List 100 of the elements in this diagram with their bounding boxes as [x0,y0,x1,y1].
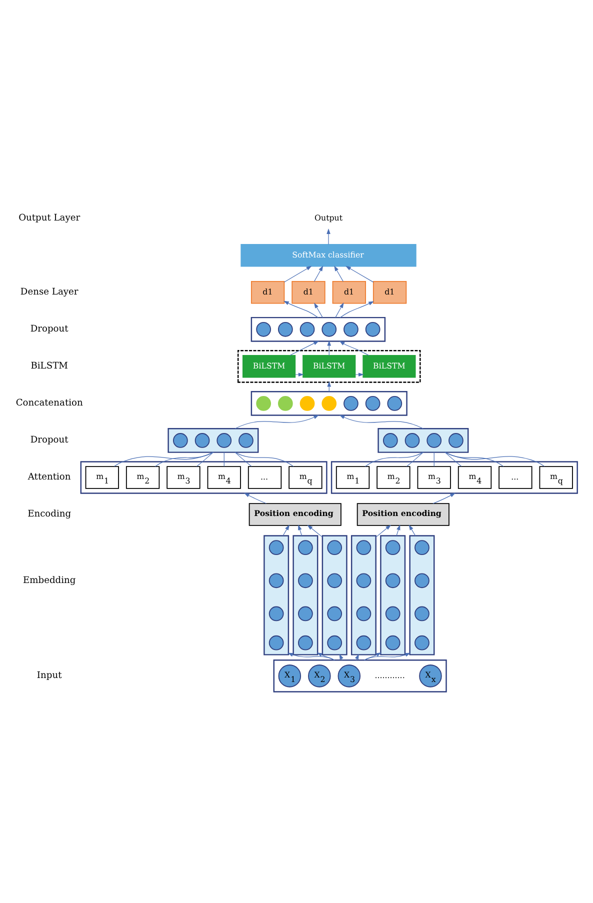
arrow [298,524,302,536]
cluster [264,534,290,655]
label: Concatenation [16,398,83,408]
node-circle [385,606,400,621]
node-circle [327,634,342,650]
arrow [244,492,267,504]
arrow [334,265,344,282]
node-circle [385,572,400,588]
arrow [355,372,364,376]
node-circle [268,572,284,588]
node-circle [344,321,358,336]
label: Attention [28,472,71,482]
cluster [378,428,469,452]
node-circle [268,634,284,650]
node-circle [298,540,313,555]
node-circle [268,606,284,621]
arrow [283,300,318,318]
cluster [237,350,421,382]
node-circle [356,606,372,621]
connector [196,452,214,466]
arrow [314,302,323,318]
arrow [376,524,392,537]
node-circle [327,572,342,588]
node-circle [238,432,254,448]
node-circle [356,540,372,555]
arrow [288,652,335,660]
arrow [314,265,324,282]
connector [444,452,545,466]
node-circle [216,432,232,448]
cluster [250,390,408,416]
node-circle [327,606,342,621]
label: Encoding [28,509,72,520]
node-circle [426,432,442,448]
node-circle [300,396,315,410]
node-circle [256,321,271,336]
node-circle [414,572,430,588]
node-circle [298,634,313,650]
connector [406,452,424,466]
arrow [339,414,424,428]
node-circle [256,396,271,410]
connector [114,452,214,466]
arrow [339,340,370,356]
cluster [168,428,259,452]
node-circle [298,572,313,588]
label: BiLSTM [30,361,68,372]
node-circle [385,540,400,555]
cluster [250,316,386,342]
cluster [350,534,376,655]
arrow [432,492,456,504]
arrow [408,524,416,536]
label: Output Layer [18,212,80,223]
node-circle [298,606,313,621]
arrow [364,652,382,660]
arrow [307,524,323,537]
node-circle [365,321,380,336]
arrow [340,300,374,318]
node-circle [414,540,430,555]
node-circle [322,321,337,336]
arrow [290,340,320,356]
label: Dropout [30,435,68,446]
arrow [364,652,411,660]
arrow [396,524,400,536]
cluster [380,534,406,655]
arrow [335,302,344,318]
node-circle [414,606,430,621]
cluster [409,534,435,655]
node-circle [300,321,315,336]
node-circle [278,396,293,410]
node-circle [356,634,372,650]
label: Embedding [22,575,76,586]
node-circle [356,572,372,588]
connector [364,452,424,466]
node-circle [387,396,402,410]
node-circle [382,432,398,448]
node-circle [268,540,284,555]
arrow [295,372,304,376]
node-circle [278,321,293,336]
arrow [282,524,290,536]
node-circle [448,432,464,448]
arrow [284,265,312,282]
arrow [316,652,335,660]
connector [444,452,504,466]
node-circle [365,396,380,410]
connector [154,452,214,466]
cluster [322,534,348,655]
node-circle [414,634,430,650]
label: Input [36,670,62,681]
arrow [327,340,332,356]
cluster [292,534,318,655]
node-circle [322,396,337,410]
arrow [345,265,374,282]
node-circle [194,432,210,448]
node-circle [344,396,358,410]
cluster [273,659,447,692]
node-circle [385,634,400,650]
node-circle [404,432,420,448]
cluster [330,460,578,494]
connector [444,452,462,466]
connector [234,452,252,466]
node-circle [327,540,342,555]
